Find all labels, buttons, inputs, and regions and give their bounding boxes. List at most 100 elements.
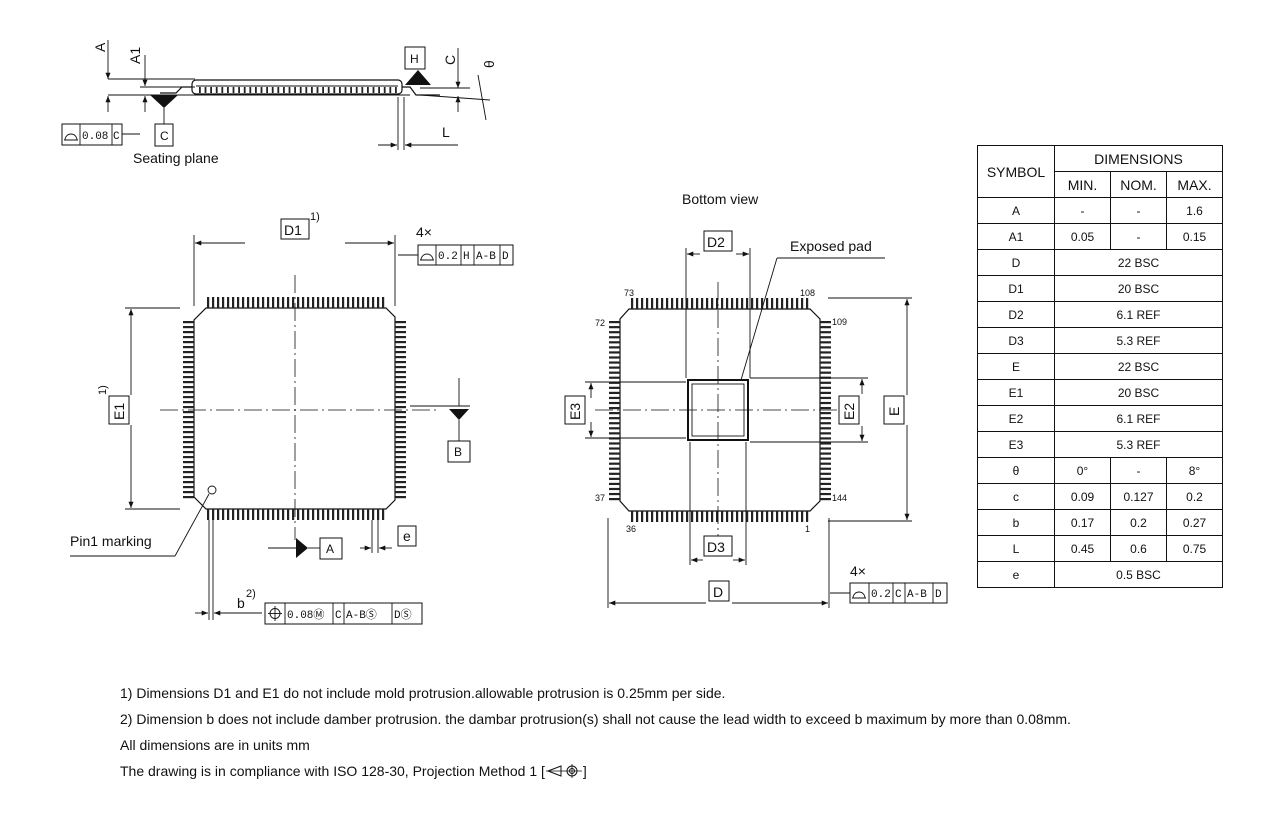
- lead: [706, 511, 709, 522]
- lead: [183, 346, 194, 349]
- lead: [183, 381, 194, 384]
- notes: 1) Dimensions D1 and E1 do not include m…: [120, 680, 1071, 784]
- lead: [377, 297, 380, 308]
- lead: [395, 466, 406, 469]
- lead: [183, 476, 194, 479]
- lead: [267, 509, 270, 520]
- pin-144-label: 144: [832, 493, 847, 503]
- lead: [736, 511, 739, 522]
- lead: [686, 511, 689, 522]
- lead: [395, 371, 406, 374]
- lead: [237, 297, 240, 308]
- lead: [656, 298, 659, 309]
- top-profile-ref-D: D: [502, 251, 509, 263]
- nom-header: NOM.: [1110, 171, 1167, 198]
- lead: [395, 406, 406, 409]
- lead: [631, 511, 634, 522]
- bottom-profile-tol: 0.2: [871, 589, 891, 601]
- max-cell: 0.15: [1166, 223, 1223, 250]
- lead: [227, 509, 230, 520]
- symbol-cell: c: [977, 483, 1055, 510]
- symbol-cell: L: [977, 535, 1055, 562]
- lead: [344, 87, 347, 93]
- lead: [297, 509, 300, 520]
- lead: [395, 321, 406, 324]
- lead: [212, 509, 215, 520]
- lead: [183, 451, 194, 454]
- lead: [302, 509, 305, 520]
- lead: [282, 509, 285, 520]
- lead: [322, 87, 324, 93]
- lead: [786, 298, 789, 309]
- lead: [609, 371, 620, 374]
- flatness-ref: C: [113, 131, 120, 143]
- max-header: MAX.: [1166, 171, 1223, 198]
- lead: [242, 509, 245, 520]
- lead: [820, 336, 831, 339]
- lead: [238, 87, 240, 93]
- lead: [661, 511, 664, 522]
- lead: [252, 297, 255, 308]
- lead: [242, 297, 245, 308]
- note-2: 2) Dimension b does not include damber p…: [120, 711, 1071, 727]
- lead: [395, 326, 406, 329]
- lead: [207, 509, 210, 520]
- lead: [641, 298, 644, 309]
- lead: [820, 346, 831, 349]
- bottom-profile-ref-C: C: [895, 589, 902, 601]
- lead: [347, 509, 350, 520]
- lead: [352, 297, 355, 308]
- lead: [766, 511, 769, 522]
- symbol-cell: E1: [977, 379, 1055, 406]
- lead: [731, 298, 734, 309]
- lead: [791, 511, 794, 522]
- datum-B-label: B: [454, 445, 462, 459]
- lead: [312, 509, 315, 520]
- lead: [247, 509, 250, 520]
- lead: [756, 298, 759, 309]
- lead: [796, 511, 799, 522]
- lead: [395, 361, 406, 364]
- lead: [646, 298, 649, 309]
- lead: [820, 487, 831, 491]
- lead: [342, 509, 345, 520]
- lead: [741, 298, 744, 309]
- lead: [312, 297, 315, 308]
- lead: [302, 297, 305, 308]
- max-cell: 8°: [1166, 457, 1223, 484]
- lead: [297, 297, 300, 308]
- value-span-cell: 22 BSC: [1054, 249, 1223, 276]
- lead: [676, 511, 679, 522]
- lead: [183, 411, 194, 414]
- lead: [711, 511, 714, 522]
- position-ref-AB: A-BⓈ: [346, 608, 377, 622]
- symbol-cell: E2: [977, 405, 1055, 432]
- dimensions-header: DIMENSIONS: [1054, 145, 1223, 172]
- lead: [333, 87, 336, 93]
- dim-A1-label: A1: [127, 47, 143, 64]
- lead: [820, 447, 831, 450]
- lead: [183, 336, 194, 339]
- lead: [395, 381, 406, 384]
- lead: [347, 297, 350, 308]
- lead: [771, 298, 774, 309]
- lead: [395, 431, 406, 434]
- lead: [395, 446, 406, 449]
- flatness-tolerance: 0.08: [82, 131, 108, 143]
- nom-cell: -: [1110, 197, 1167, 224]
- exposed-pad: [687, 379, 749, 441]
- lead: [215, 87, 218, 93]
- lead: [287, 297, 290, 308]
- lead: [212, 297, 215, 308]
- min-cell: 0.05: [1054, 223, 1111, 250]
- lead: [287, 509, 290, 520]
- lead: [609, 401, 620, 405]
- side-leads: [199, 87, 397, 93]
- lead: [820, 406, 831, 410]
- lead: [272, 509, 275, 520]
- lead: [395, 411, 406, 414]
- value-span-cell: 20 BSC: [1054, 379, 1223, 406]
- lead: [609, 391, 620, 394]
- lead: [395, 376, 406, 379]
